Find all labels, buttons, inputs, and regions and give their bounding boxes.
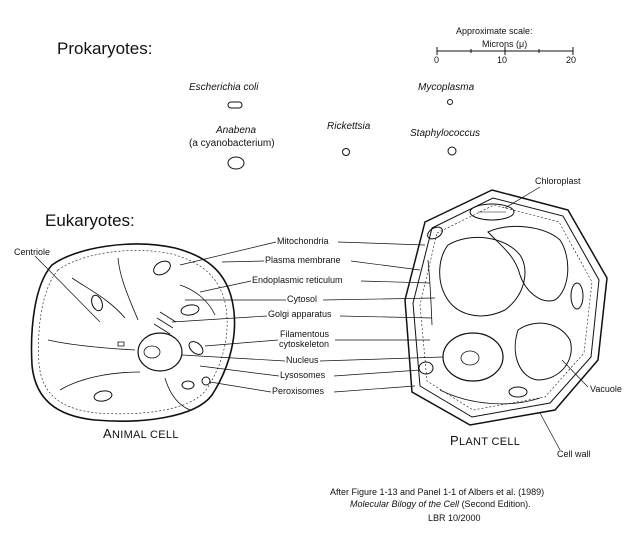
plant-plasma-membrane <box>420 205 592 410</box>
animal-cell-membrane <box>32 244 235 421</box>
rickettsia-shape <box>343 149 350 156</box>
caption-animal-rest: NIMAL CELL <box>111 429 179 441</box>
scale-tick-20: 20 <box>566 55 577 65</box>
plant-er <box>440 390 540 404</box>
animal-mitochondrion <box>93 390 112 403</box>
plant-chloroplast <box>509 387 527 397</box>
animal-er <box>72 278 125 318</box>
ecoli-shape <box>228 102 242 108</box>
animal-golgi <box>154 312 176 334</box>
scale-title: Approximate scale: <box>456 26 533 36</box>
citation-line1: After Figure 1-13 and Panel 1-1 of Alber… <box>330 487 545 497</box>
animal-cell-inner-membrane <box>39 250 228 413</box>
animal-er <box>180 285 215 315</box>
animal-centriole <box>118 342 124 346</box>
animal-peroxisome <box>202 377 210 385</box>
animal-cell <box>32 244 235 421</box>
label-plasma-membrane: Plasma membrane <box>265 255 341 265</box>
plant-cell <box>405 190 607 425</box>
animal-er <box>165 378 190 410</box>
scale-tick-0: 0 <box>434 55 440 65</box>
plant-vacuole <box>440 237 525 315</box>
scale-bar <box>437 47 573 55</box>
scale-tick-10: 10 <box>497 55 508 65</box>
caption-animal-initial: A <box>103 426 112 441</box>
label-vacuole: Vacuole <box>590 384 622 394</box>
caption-plant-initial: P <box>450 433 459 448</box>
citation-line3: LBR 10/2000 <box>428 513 481 523</box>
citation-edition: (Second Edition). <box>459 499 531 509</box>
label-peroxisomes: Peroxisomes <box>272 386 325 396</box>
prokaryotes-heading: Prokaryotes: <box>57 39 153 58</box>
label-nucleus: Nucleus <box>286 355 319 365</box>
citation-line2: Molecular Bilogy of the Cell (Second Edi… <box>350 499 531 510</box>
label-mycoplasma: Mycoplasma <box>418 82 475 93</box>
staphylococcus-shape <box>448 147 456 155</box>
plant-nucleus <box>443 333 503 381</box>
caption-plant-cell: PLANT CELL <box>450 433 521 448</box>
plant-chloroplast <box>571 283 583 309</box>
plant-er <box>428 260 432 325</box>
plant-cell-wall-outer <box>405 190 607 425</box>
label-anabena-note: (a cyanobacterium) <box>189 138 275 149</box>
label-er: Endoplasmic reticulum <box>252 275 343 285</box>
citation-book-title: Molecular Bilogy of the Cell <box>350 499 460 509</box>
mycoplasma-shape <box>448 100 453 105</box>
label-filamentous: Filamentous <box>280 329 330 339</box>
plant-vacuole <box>515 323 571 380</box>
caption-animal-cell: ANIMAL CELL <box>103 426 179 441</box>
label-ecoli: Escherichia coli <box>189 82 259 93</box>
label-staphylococcus: Staphylococcus <box>410 128 481 139</box>
animal-nucleolus <box>144 346 160 358</box>
label-cytoskeleton: cytoskeleton <box>279 339 330 349</box>
plant-lysosome <box>419 362 433 374</box>
animal-nucleus <box>138 333 182 371</box>
leader-lines <box>35 187 588 450</box>
label-lysosomes: Lysosomes <box>280 370 326 380</box>
animal-er <box>60 372 140 390</box>
animal-mitochondrion <box>151 258 173 277</box>
plant-mitochondrion <box>426 225 445 242</box>
anabena-shape <box>228 157 244 169</box>
plant-chloroplast <box>470 204 514 220</box>
animal-mitochondrion <box>182 381 194 389</box>
label-centriole: Centriole <box>14 247 51 257</box>
animal-mitochondrion <box>90 294 105 312</box>
animal-er <box>48 340 135 350</box>
plant-vacuole <box>488 226 568 301</box>
animal-mitochondrion <box>187 339 206 357</box>
label-cytosol: Cytosol <box>287 294 318 304</box>
animal-mitochondrion <box>180 304 199 317</box>
label-golgi: Golgi apparatus <box>268 309 332 319</box>
label-rickettsia: Rickettsia <box>327 121 371 132</box>
label-cell-wall: Cell wall <box>557 449 591 459</box>
scale-unit: Microns (μ) <box>482 39 528 49</box>
eukaryotes-heading: Eukaryotes: <box>45 211 135 230</box>
label-anabena: Anabena <box>216 125 257 136</box>
animal-er <box>118 258 138 320</box>
plant-cell-wall-inner <box>413 198 599 417</box>
plant-nucleolus <box>461 351 479 365</box>
label-chloroplast: Chloroplast <box>535 176 581 186</box>
caption-plant-rest: LANT CELL <box>458 436 521 448</box>
label-mitochondria: Mitochondria <box>277 236 329 246</box>
